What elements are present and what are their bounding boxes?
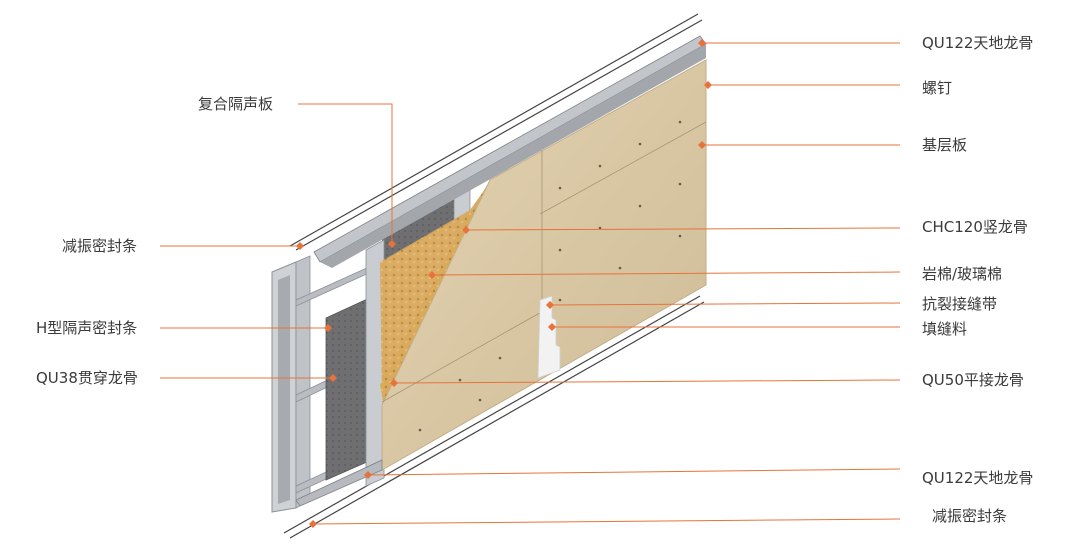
steel-frame-left <box>271 255 311 513</box>
label-qu38-through-keel: QU38贯穿龙骨 <box>36 369 138 387</box>
label-chc120-stud: CHC120竖龙骨 <box>922 218 1028 236</box>
screws <box>418 120 682 432</box>
label-h-acoustic-seal-strip: H型隔声密封条 <box>36 319 138 337</box>
label-vibration-seal-strip-right: 减振密封条 <box>932 507 1008 525</box>
acoustic-panel-upper <box>382 192 460 262</box>
label-vibration-seal-strip-left: 减振密封条 <box>62 237 138 255</box>
ceiling-rail-lines <box>283 13 705 539</box>
label-composite-acoustic-board: 复合隔声板 <box>198 95 274 113</box>
leader-lines <box>160 42 901 525</box>
label-base-board: 基层板 <box>922 136 968 154</box>
label-anti-crack-tape: 抗裂接缝带 <box>922 295 998 313</box>
label-rock-glass-wool: 岩棉/玻璃棉 <box>922 265 1003 283</box>
qu122-top-track <box>313 35 707 268</box>
qu122-bottom-track <box>295 459 383 507</box>
label-joint-filler: 填缝料 <box>922 320 968 338</box>
leader-markers <box>296 39 712 528</box>
label-screw: 螺钉 <box>922 79 953 97</box>
label-qu122-top-track: QU122天地龙骨 <box>922 34 1034 52</box>
label-qu50-flat-keel: QU50平接龙骨 <box>922 371 1024 389</box>
label-qu122-bottom-track: QU122天地龙骨 <box>922 469 1034 487</box>
